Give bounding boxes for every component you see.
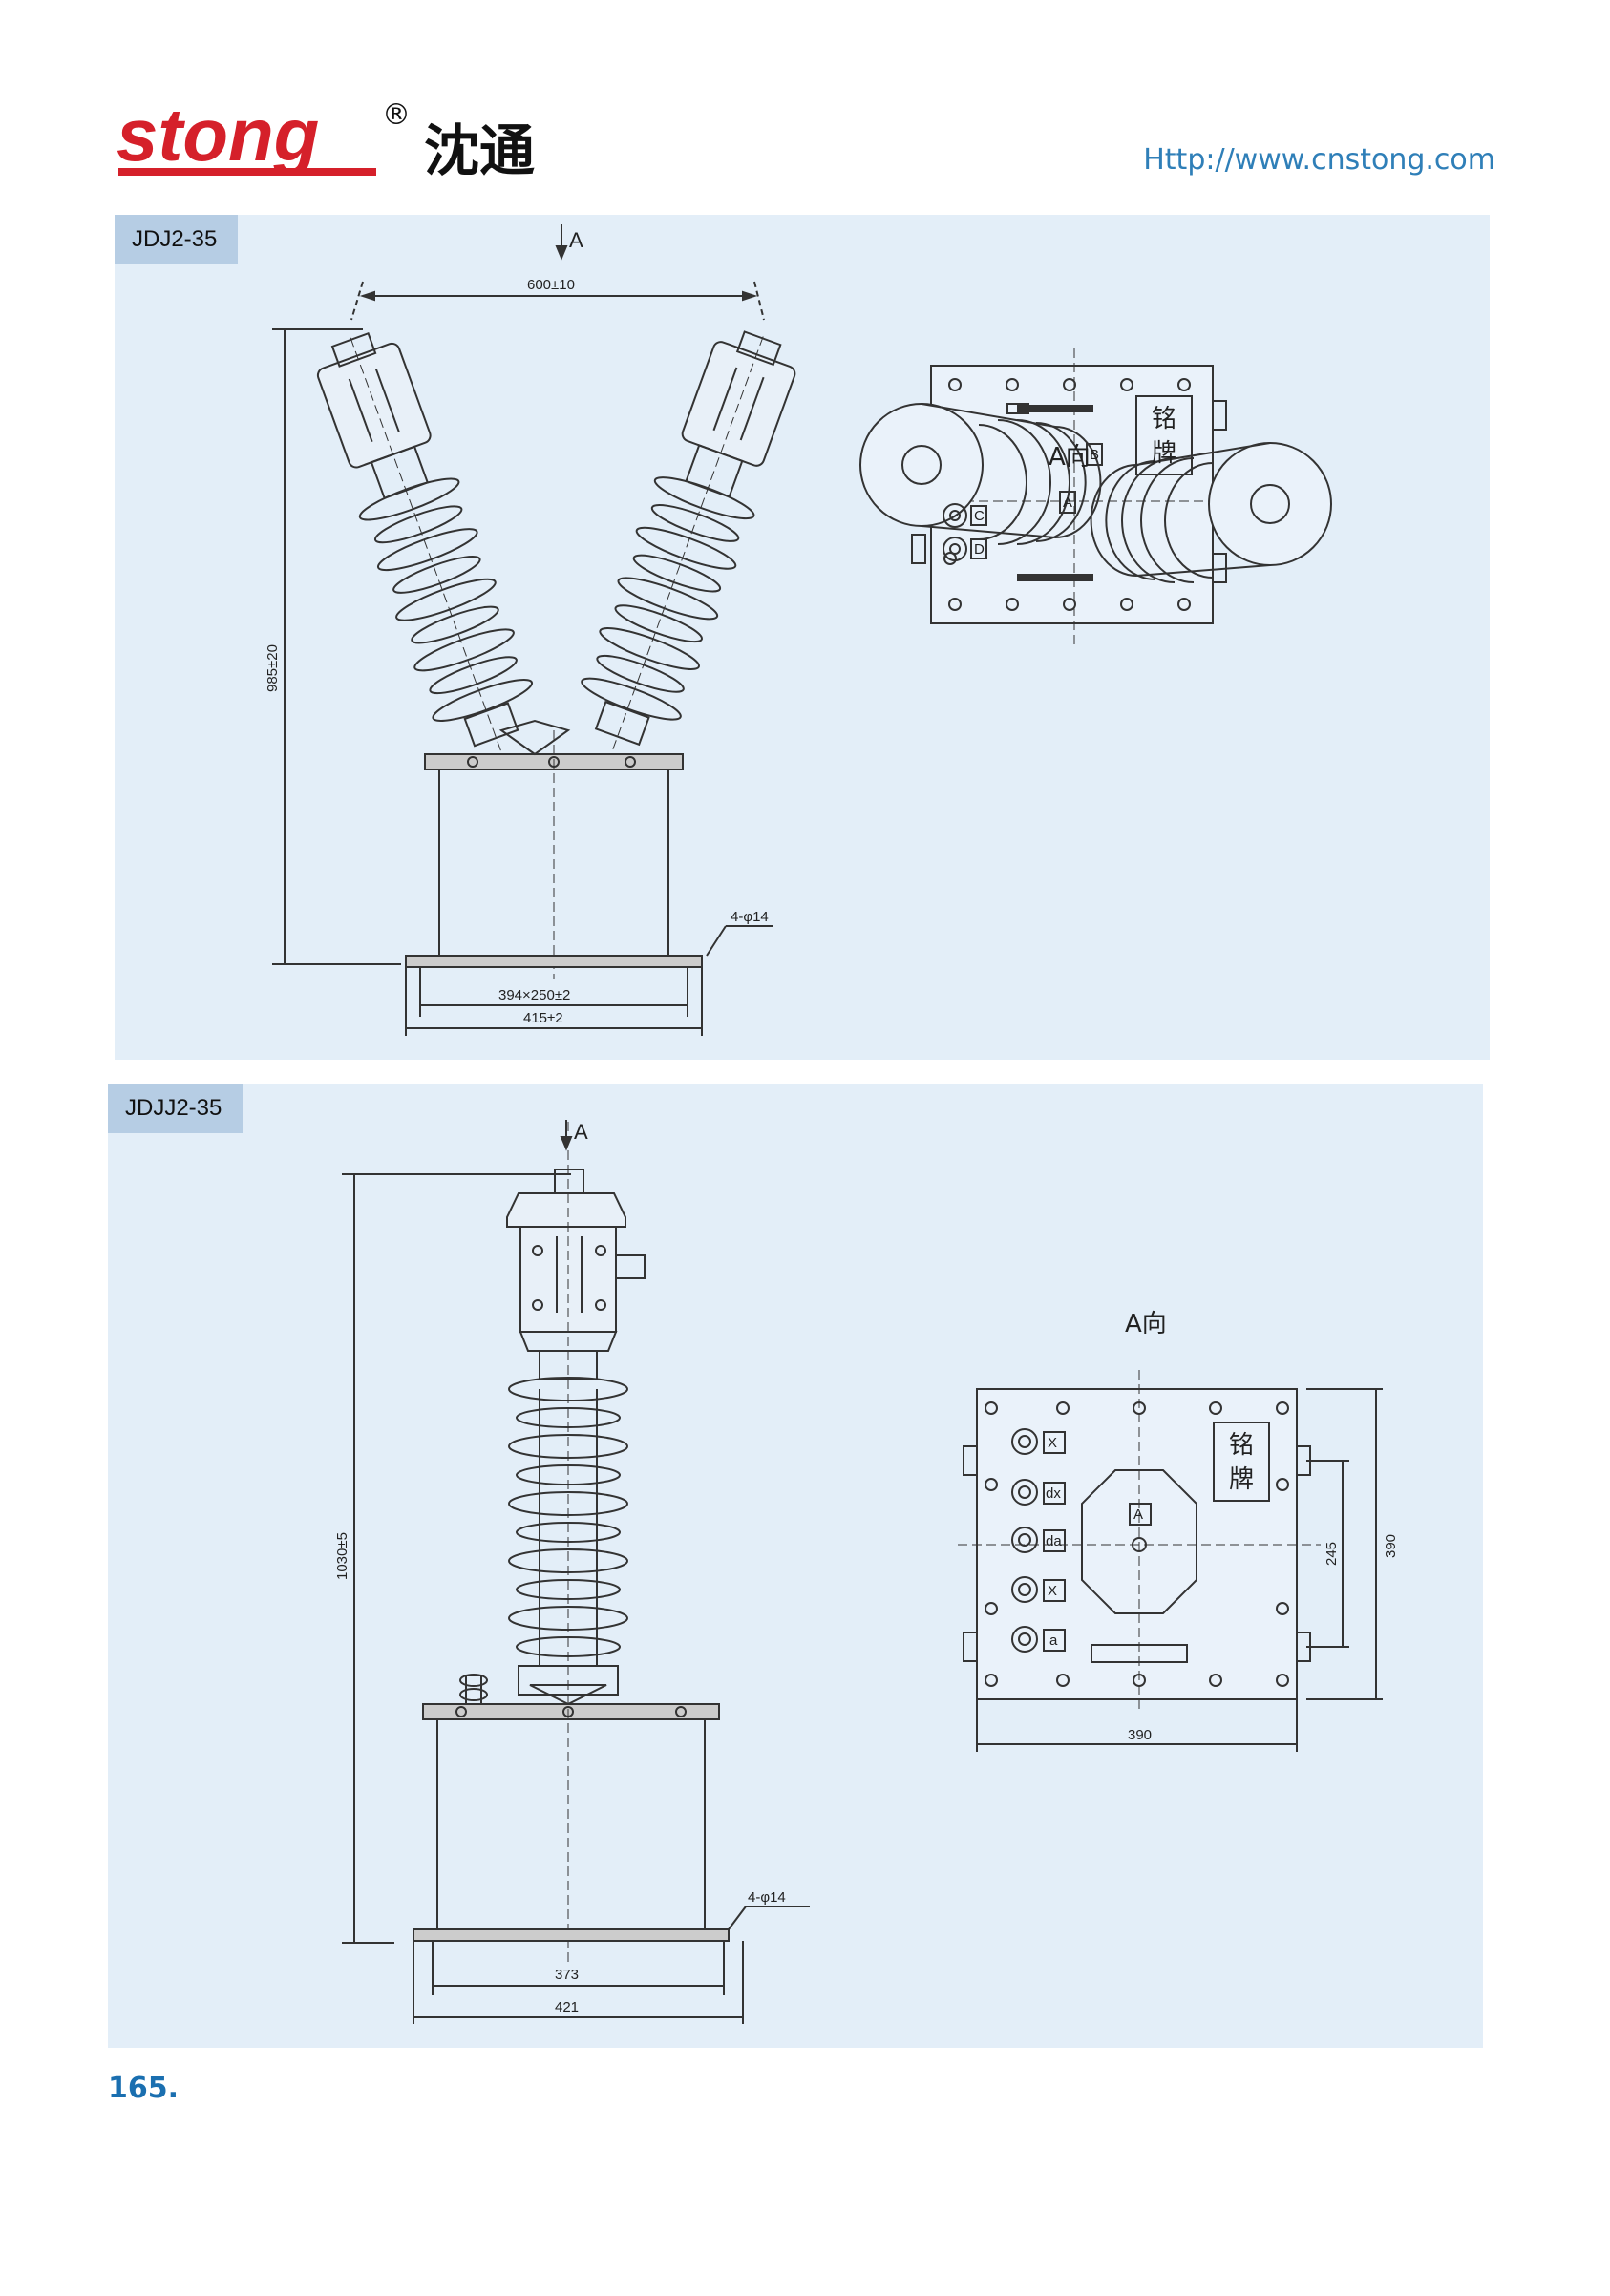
view-direction-label: A向 <box>1049 443 1091 472</box>
nameplate-char-2: 牌 <box>1152 439 1176 468</box>
dim-height: 985±20 <box>265 644 281 692</box>
terminal-label: C <box>974 508 985 524</box>
terminal-label: X <box>1048 1583 1057 1599</box>
brand-wordmark: stong <box>117 93 319 177</box>
view-arrow-label: A <box>574 1120 588 1144</box>
website-url[interactable]: Http://www.cnstong.com <box>1143 143 1495 177</box>
dim-base-inner: 394×250±2 <box>498 987 570 1003</box>
dim-top-span: 600±10 <box>527 277 575 293</box>
terminal-label: D <box>974 541 985 558</box>
terminal-label: a <box>1049 1632 1058 1649</box>
drawing-panel-jdj2-35: A 600±10 985±20 4-φ14 394×250±2 415±2 A向… <box>115 215 1490 1060</box>
drawing-panel-jdjj2-35: A 1030±5 4-φ14 373 421 A向 铭 牌 X dx da X … <box>108 1084 1483 2048</box>
jdj2-35-drawing: A 600±10 985±20 4-φ14 394×250±2 415±2 A向… <box>265 224 1332 1036</box>
dim-height: 1030±5 <box>334 1532 350 1580</box>
dim-holes: 4-φ14 <box>731 909 769 925</box>
view-arrow-label: A <box>569 228 583 252</box>
brand-underline <box>118 168 376 176</box>
terminal-label: da <box>1046 1533 1062 1549</box>
dim-inner-height: 245 <box>1324 1542 1340 1566</box>
dim-base-outer: 415±2 <box>523 1010 563 1026</box>
dim-plate-width: 390 <box>1128 1727 1152 1743</box>
terminal-label: B <box>1090 447 1099 463</box>
registered-mark: ® <box>382 98 411 132</box>
model-tag-jdjj2-35: JDJJ2-35 <box>108 1084 244 1133</box>
terminal-label: dx <box>1046 1485 1061 1502</box>
nameplate-char-1: 铭 <box>1229 1431 1254 1460</box>
dim-plate-height: 390 <box>1383 1534 1399 1558</box>
model-tag-jdj2-35: JDJ2-35 <box>115 215 239 264</box>
view-direction-label: A向 <box>1125 1310 1167 1338</box>
dim-base-outer: 421 <box>555 1999 579 2015</box>
dim-holes: 4-φ14 <box>748 1889 786 1906</box>
page-number: 165. <box>108 2072 180 2105</box>
center-mark-label: A <box>1133 1506 1143 1523</box>
terminal-label: X <box>1048 1435 1057 1451</box>
stong-logo: stong ® 沈通 <box>117 93 535 183</box>
nameplate-char-2: 牌 <box>1229 1465 1254 1494</box>
dim-base-inner: 373 <box>555 1967 579 1983</box>
nameplate-char-1: 铭 <box>1152 405 1176 433</box>
terminal-label: A <box>1063 495 1072 511</box>
brand-chinese: 沈通 <box>424 118 535 183</box>
jdjj2-35-drawing: A 1030±5 4-φ14 373 421 A向 铭 牌 X dx da X … <box>334 1120 1399 2024</box>
